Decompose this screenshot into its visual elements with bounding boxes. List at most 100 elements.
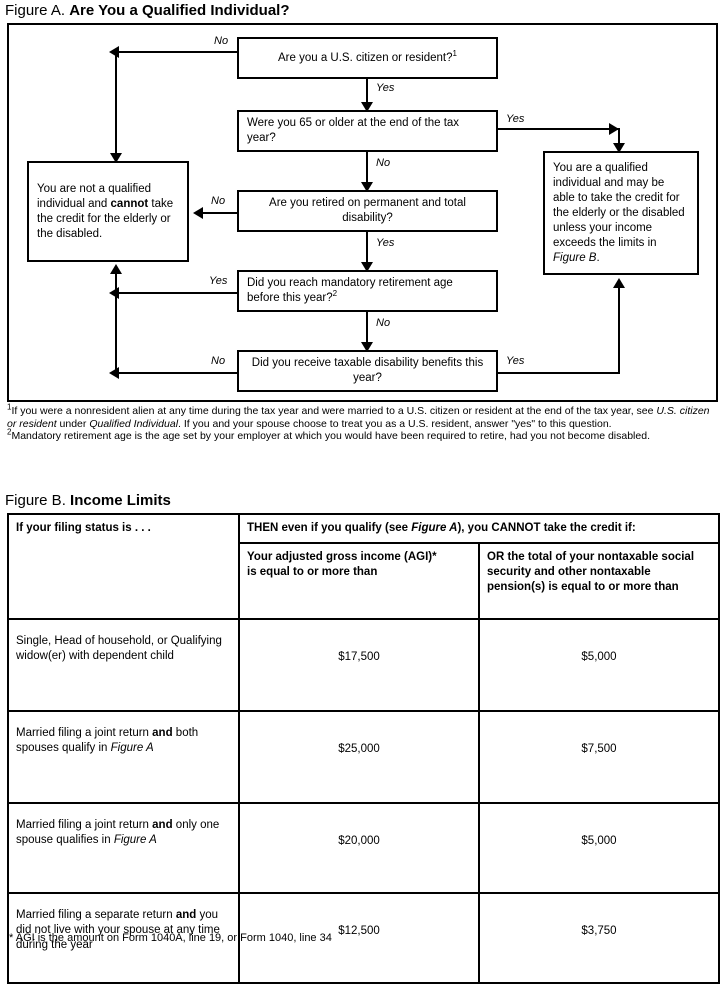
table-cell-nontaxable-amount: $3,750 bbox=[477, 892, 721, 984]
edge-q3-yes-arrowhead bbox=[361, 262, 373, 272]
figure-a-label: Figure A. bbox=[5, 2, 66, 19]
filing-status-italic: Figure A bbox=[110, 742, 154, 754]
table-header-then-figure-a-ref: Figure A bbox=[411, 522, 458, 534]
decision-box-age-65-label: Were you 65 or older at the end of the t… bbox=[247, 117, 460, 144]
figure-a-footnote-1-text-3: . If you and your spouse choose to treat… bbox=[178, 417, 612, 430]
decision-box-mandatory-retirement[interactable]: Did you reach mandatory retirement age b… bbox=[237, 270, 498, 312]
edge-label-q2-no: No bbox=[375, 157, 392, 170]
decision-box-age-65[interactable]: Were you 65 or older at the end of the t… bbox=[237, 110, 498, 152]
filing-status-text-1: Married filing a joint return bbox=[16, 727, 153, 739]
edge-q1-yes-arrowhead bbox=[361, 102, 373, 112]
figure-a-footnote-1-text-1: If you were a nonresident alien at any t… bbox=[11, 405, 657, 417]
table-header-nontaxable: OR the total of your nontaxable social s… bbox=[477, 542, 721, 620]
edge-q4-no-arrowhead bbox=[361, 342, 373, 352]
decision-box-citizen[interactable]: Are you a U.S. citizen or resident?1 bbox=[237, 37, 498, 79]
edge-left-riser-vertical bbox=[115, 272, 117, 374]
edge-q5-yes-horizontal bbox=[496, 372, 620, 374]
filing-status-bold: and bbox=[152, 727, 173, 739]
table-header-agi: Your adjusted gross income (AGI)* is equ… bbox=[238, 542, 480, 620]
decision-box-taxable-disability-benefits-label: Did you receive taxable disability benef… bbox=[251, 357, 484, 384]
figure-b-footnote: * AGI is the amount on Form 1040A, line … bbox=[9, 932, 332, 944]
figure-a-flowchart-frame: No Yes Yes No No Yes Yes No No Yes Are y… bbox=[7, 23, 718, 402]
table-cell-nontaxable-amount: $5,000 bbox=[477, 802, 721, 894]
table-header-then-span: THEN even if you qualify (see Figure A),… bbox=[237, 513, 721, 544]
table-header-then-text-1: THEN even if you qualify (see bbox=[247, 522, 412, 534]
figure-a-footnote-1-text-2: under bbox=[56, 417, 90, 430]
figure-b-name: Income Limits bbox=[70, 492, 171, 509]
edge-q2-yes-horizontal bbox=[496, 128, 620, 130]
result-box-qualified[interactable]: You are a qualified individual and may b… bbox=[543, 151, 699, 275]
table-cell-nontaxable-amount: $7,500 bbox=[477, 710, 721, 804]
edge-label-q4-yes: Yes bbox=[208, 275, 229, 288]
result-not-qualified-text-2: take the credit for the elderly or the d… bbox=[37, 197, 174, 240]
edge-label-q1-no: No bbox=[213, 35, 230, 48]
edge-label-q3-yes: Yes bbox=[375, 237, 396, 250]
decision-box-retired-disability[interactable]: Are you retired on permanent and total d… bbox=[237, 190, 498, 232]
result-box-not-qualified[interactable]: You are not a qualified individual and c… bbox=[27, 161, 189, 262]
figure-a-footnote-2-text-1: Mandatory retirement age is the age set … bbox=[11, 430, 650, 443]
edge-q3-no-arrowhead bbox=[193, 207, 203, 219]
edge-q5-no-horizontal bbox=[115, 372, 239, 374]
edge-label-q3-no: No bbox=[210, 195, 227, 208]
filing-status-text-1: Married filing a separate return bbox=[16, 909, 176, 921]
table-cell-filing-status: Single, Head of household, or Qualifying… bbox=[7, 618, 240, 712]
table-row: Married filing a joint return and both s… bbox=[7, 710, 721, 804]
decision-box-taxable-disability-benefits[interactable]: Did you receive taxable disability benef… bbox=[237, 350, 498, 392]
result-qualified-text-1: You are a qualified individual and may b… bbox=[553, 161, 685, 249]
edge-q5-yes-vertical bbox=[618, 286, 620, 374]
table-header-then-text-2: ), you CANNOT take the credit if: bbox=[457, 522, 636, 534]
filing-status-text-1: Single, Head of household, or Qualifying… bbox=[16, 635, 222, 662]
edge-label-q1-yes: Yes bbox=[375, 82, 396, 95]
edge-q2-no-vertical bbox=[366, 152, 368, 184]
footnote-marker-1: 1 bbox=[452, 48, 457, 58]
edge-left-riser-arrowhead bbox=[110, 264, 122, 274]
figure-b-income-limits-table: If your filing status is . . . THEN even… bbox=[7, 513, 721, 984]
figure-a-footnotes: 1If you were a nonresident alien at any … bbox=[7, 402, 721, 443]
edge-q5-no-arrowhead bbox=[109, 367, 119, 379]
table-cell-filing-status: Married filing a joint return and both s… bbox=[7, 710, 240, 804]
table-cell-nontaxable-amount: $5,000 bbox=[477, 618, 721, 712]
edge-q1-no-vertical bbox=[115, 51, 117, 161]
figure-a-footnote-1: 1If you were a nonresident alien at any … bbox=[7, 402, 721, 430]
filing-status-text-1: Married filing a joint return bbox=[16, 819, 153, 831]
table-row: Married filing a joint return and only o… bbox=[7, 802, 721, 894]
edge-q1-no-arrowhead-left bbox=[109, 46, 119, 58]
edge-q2-yes-arrowhead-down bbox=[613, 143, 625, 153]
edge-label-q5-no: No bbox=[210, 355, 227, 368]
result-not-qualified-cannot: cannot bbox=[110, 197, 149, 210]
result-qualified-figure-b-ref: Figure B bbox=[553, 251, 597, 264]
filing-status-italic: Figure A bbox=[113, 834, 157, 846]
figure-a-footnote-2-marker: 2 bbox=[7, 427, 12, 437]
edge-q2-no-arrowhead bbox=[361, 182, 373, 192]
figure-b-label: Figure B. bbox=[5, 492, 66, 509]
figure-a-footnote-1-italic-2: Qualified Individual bbox=[89, 417, 179, 430]
filing-status-text-2: both spouses qualify in bbox=[16, 727, 199, 754]
footnote-marker-2: 2 bbox=[332, 289, 338, 299]
figure-a-footnote-1-italic-1: U.S. citizen or resident bbox=[7, 405, 710, 430]
result-qualified-text-2: . bbox=[596, 251, 600, 264]
table-cell-agi-amount: $20,000 bbox=[238, 802, 480, 894]
decision-box-retired-disability-label: Are you retired on permanent and total d… bbox=[269, 197, 466, 224]
figure-b-title: Figure B. Income Limits bbox=[5, 492, 171, 510]
edge-q2-yes-arrowhead-right bbox=[609, 123, 619, 135]
edge-q1-yes-vertical bbox=[366, 79, 368, 107]
table-header-agi-line2: is equal to or more than bbox=[247, 566, 378, 578]
edge-q5-yes-arrowhead bbox=[613, 278, 625, 288]
figure-a-footnote-2: 2Mandatory retirement age is the age set… bbox=[7, 427, 721, 443]
edge-q4-yes-arrowhead bbox=[109, 287, 119, 299]
edge-label-q2-yes: Yes bbox=[505, 113, 526, 126]
table-header-filing-status: If your filing status is . . . bbox=[7, 513, 240, 620]
table-header-agi-line1: Your adjusted gross income (AGI)* bbox=[247, 551, 437, 563]
table-cell-agi-amount: $17,500 bbox=[238, 618, 480, 712]
edge-q4-no-vertical bbox=[366, 312, 368, 345]
table-row: Single, Head of household, or Qualifying… bbox=[7, 618, 721, 712]
decision-box-citizen-label: Are you a U.S. citizen or resident? bbox=[278, 51, 453, 64]
figure-a-footnote-1-marker: 1 bbox=[7, 402, 12, 412]
edge-q1-no-horizontal bbox=[115, 51, 239, 53]
edge-q1-no-arrowhead-down bbox=[110, 153, 122, 163]
table-cell-filing-status: Married filing a joint return and only o… bbox=[7, 802, 240, 894]
edge-q2-yes-vertical bbox=[618, 128, 620, 150]
figure-a-title: Figure A. Are You a Qualified Individual… bbox=[5, 2, 290, 20]
filing-status-bold: and bbox=[175, 909, 197, 921]
figure-a-name: Are You a Qualified Individual? bbox=[69, 2, 290, 19]
